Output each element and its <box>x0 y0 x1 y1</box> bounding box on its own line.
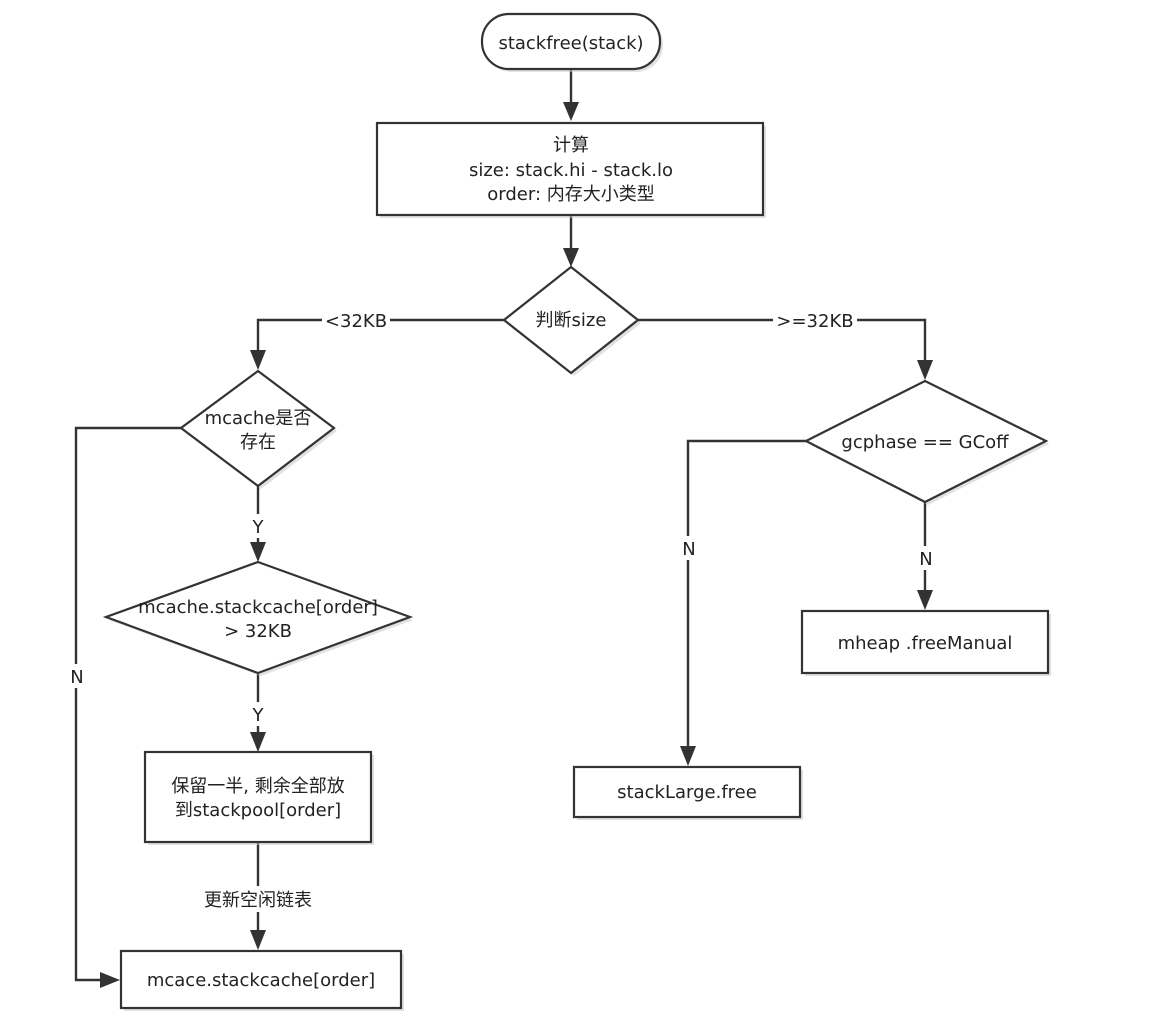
arrow-keephalf-mcace <box>250 930 266 950</box>
node-start: stackfree(stack) <box>480 12 663 72</box>
label-mcache-yes: Y <box>252 517 265 538</box>
node-keep-half-line1: 保留一半, 剩余全部放 <box>171 776 344 797</box>
node-mcache-exists: mcache是否 存在 <box>179 369 337 489</box>
node-compute-line3: order: 内存大小类型 <box>487 184 654 205</box>
arrow-judge-mcache <box>250 350 266 370</box>
node-mheap-free: mheap .freeManual <box>800 609 1051 676</box>
node-start-text: stackfree(stack) <box>498 33 643 54</box>
node-gcphase-text: gcphase == GCoff <box>841 432 1009 453</box>
edge-judge-mcache <box>256 318 504 352</box>
node-stackcache-check-line1: mcache.stackcache[order] <box>138 597 378 618</box>
node-compute-line2: size: stack.hi - stack.lo <box>469 160 673 181</box>
arrow-mcache-stackcache <box>250 542 266 562</box>
label-mcache-no: N <box>70 667 83 688</box>
label-stackcache-yes: Y <box>252 705 265 726</box>
arrow-start-compute <box>563 102 579 121</box>
arrow-gcphase-stacklarge <box>680 746 696 766</box>
arrow-gcphase-mheap <box>917 590 933 610</box>
node-stacklarge-free: stackLarge.free <box>572 765 803 820</box>
label-gc-no-down: N <box>919 549 932 570</box>
label-lt-32kb: <32KB <box>325 311 387 332</box>
node-judge-size-text: 判断size <box>536 310 607 331</box>
arrow-stackcache-keephalf <box>250 732 266 752</box>
label-gc-no-left: N <box>682 539 695 560</box>
label-update-freelist: 更新空闲链表 <box>204 890 312 911</box>
edge-labels: <32KB >=32KB Y N Y 更新空闲链表 N N <box>66 309 937 912</box>
node-compute: 计算 size: stack.hi - stack.lo order: 内存大小… <box>375 121 766 218</box>
node-mcace-stackcache: mcace.stackcache[order] <box>119 949 404 1011</box>
edge-mcache-no <box>74 426 181 982</box>
edge-gcphase-stacklarge <box>686 439 806 748</box>
arrow-compute-judge <box>563 248 579 267</box>
node-stackcache-check-line2: > 32KB <box>224 621 292 642</box>
node-compute-line1: 计算 <box>553 135 589 156</box>
arrow-mcache-no <box>100 972 120 988</box>
node-mcache-exists-line2: 存在 <box>240 432 276 453</box>
node-judge-size: 判断size <box>502 265 641 376</box>
node-keep-half: 保留一半, 剩余全部放 到stackpool[order] <box>143 750 374 845</box>
label-ge-32kb: >=32KB <box>776 311 853 332</box>
node-stackcache-check: mcache.stackcache[order] > 32KB <box>102 560 414 676</box>
node-stacklarge-free-text: stackLarge.free <box>617 782 757 803</box>
node-gcphase: gcphase == GCoff <box>803 379 1049 505</box>
edge-judge-gcphase <box>638 318 927 362</box>
node-mcace-stackcache-text: mcace.stackcache[order] <box>147 970 375 991</box>
node-mheap-free-text: mheap .freeManual <box>838 633 1013 654</box>
node-mcache-exists-line1: mcache是否 <box>205 408 312 429</box>
arrow-judge-gcphase <box>917 360 933 380</box>
node-keep-half-line2: 到stackpool[order] <box>175 800 341 821</box>
